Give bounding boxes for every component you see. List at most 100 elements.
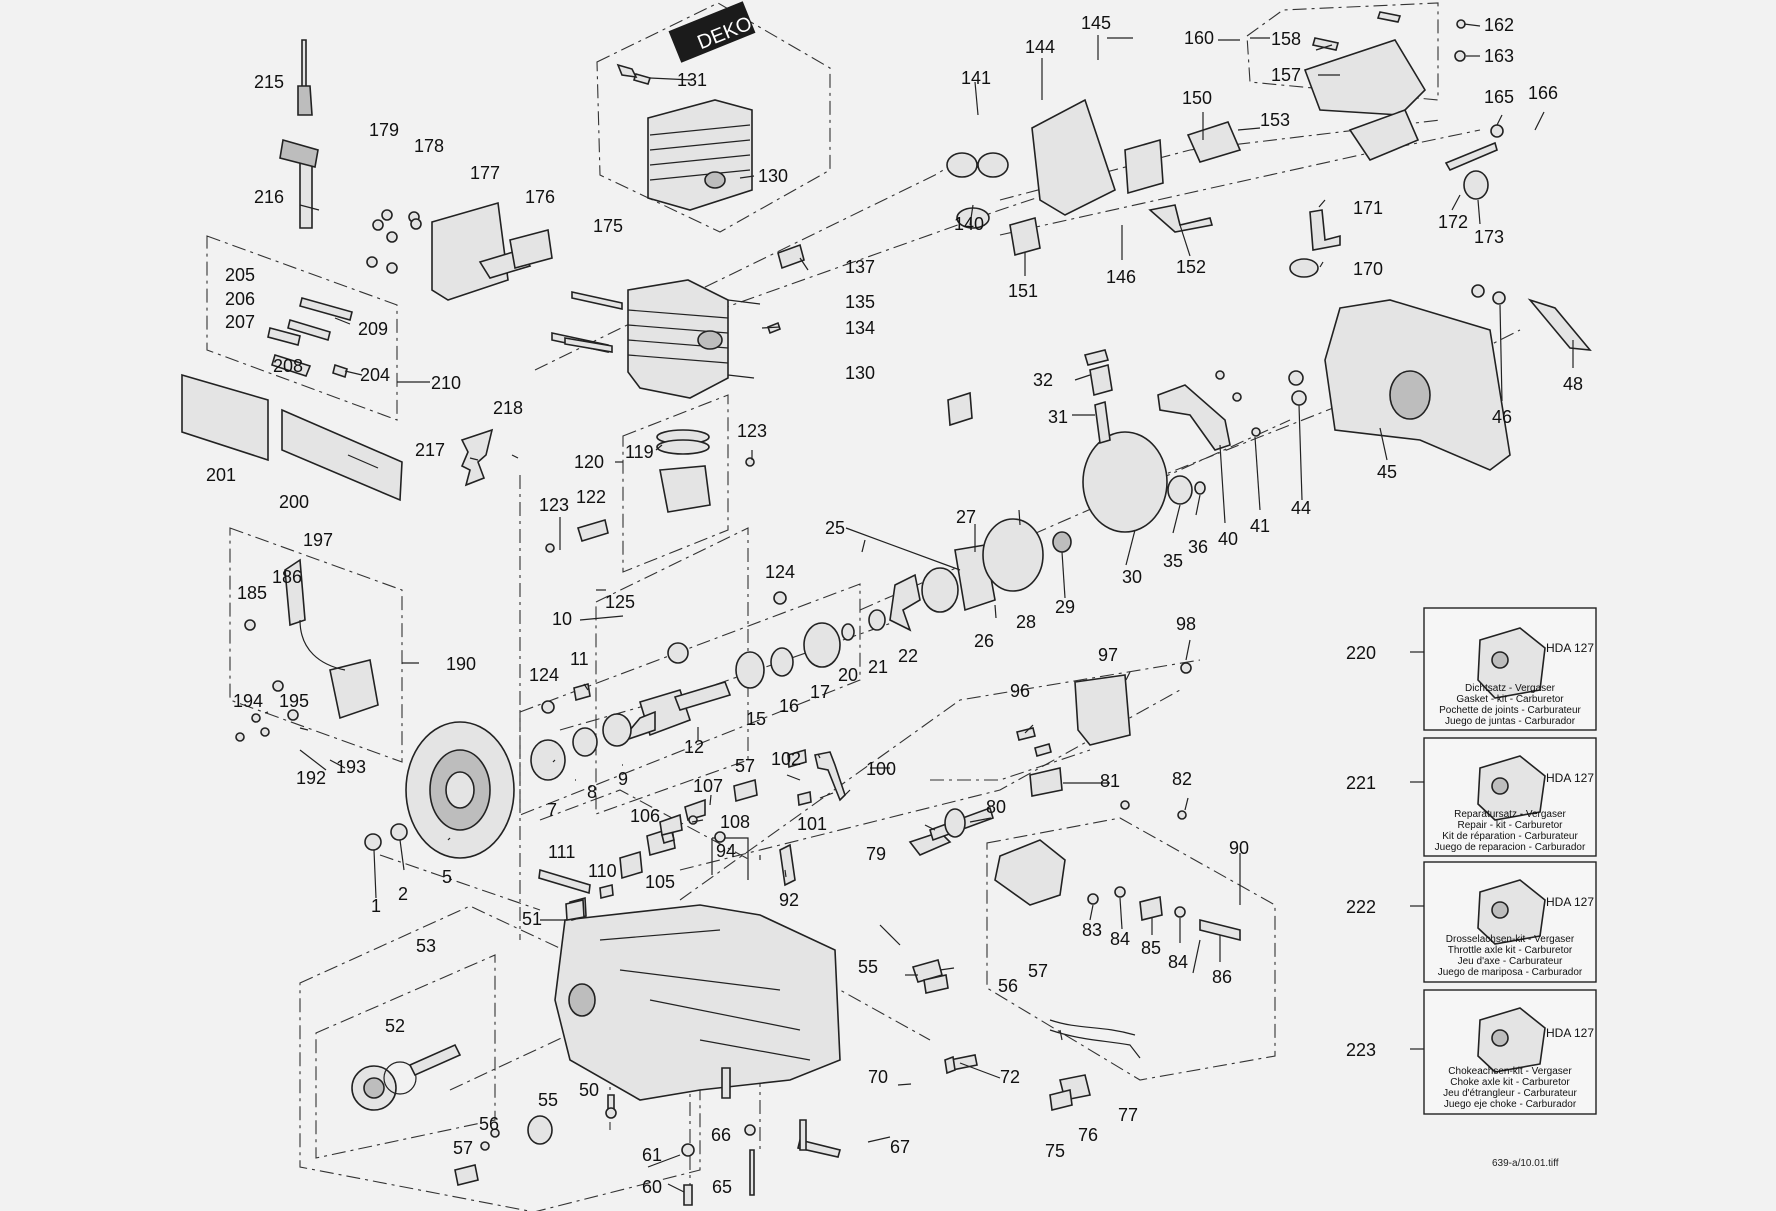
callout-210: 210 (431, 373, 461, 393)
parts: DEKO (181, 1, 1592, 1206)
kit-220-line-4: Juego de juntas - Carburador (1445, 716, 1576, 727)
callout-84-a: 84 (1110, 929, 1130, 949)
callout-51: 51 (522, 909, 542, 929)
callout-170: 170 (1353, 259, 1383, 279)
bolts-175 (551, 291, 623, 353)
sprocket-cover (1288, 284, 1592, 471)
callout-141: 141 (961, 68, 991, 88)
kit-223-line-3: Jeu d'étrangleur - Carburateur (1443, 1088, 1577, 1099)
callout-124-b: 124 (529, 665, 559, 685)
callout-134: 134 (845, 318, 875, 338)
callout-197: 197 (303, 530, 333, 550)
callout-67: 67 (890, 1137, 910, 1157)
callout-17: 17 (810, 682, 830, 702)
callout-86: 86 (1212, 967, 1232, 987)
callout-179: 179 (369, 120, 399, 140)
callout-53: 53 (416, 936, 436, 956)
oil-pump (994, 800, 1241, 942)
callout-190: 190 (446, 654, 476, 674)
callout-92: 92 (779, 890, 799, 910)
callout-84-b: 84 (1168, 952, 1188, 972)
callout-140: 140 (954, 214, 984, 234)
kit-inset-223: HDA 127 Chokeachsen-kit - Vergaser Choke… (1423, 989, 1597, 1115)
callout-2: 2 (398, 884, 408, 904)
callout-185: 185 (237, 583, 267, 603)
callout-100: 100 (866, 759, 896, 779)
callout-192: 192 (296, 768, 326, 788)
callout-144: 144 (1025, 37, 1055, 57)
callout-72: 72 (1000, 1067, 1020, 1087)
fuel-cap (351, 1043, 553, 1186)
kit-220-line-3: Pochette de joints - Carburateur (1439, 705, 1581, 716)
crankcase (554, 826, 841, 1101)
kit-222-line-1: Drosselachsen-kit - Vergaser (1446, 934, 1575, 945)
callout-77: 77 (1118, 1105, 1138, 1125)
kit-220-line-2: Gasket - kit - Carburetor (1456, 694, 1564, 705)
tools (279, 39, 319, 229)
callout-8: 8 (587, 782, 597, 802)
kit-222-line-4: Juego de mariposa - Carburador (1438, 967, 1583, 978)
callout-27: 27 (956, 507, 976, 527)
callout-131: 131 (677, 70, 707, 90)
footer-reference: 639-a/10.01.tiff (1492, 1158, 1559, 1169)
callout-70: 70 (868, 1067, 888, 1087)
callout-16: 16 (779, 696, 799, 716)
callout-105: 105 (645, 872, 675, 892)
throttle-parts (538, 748, 846, 921)
switches (911, 959, 1141, 1111)
callout-209: 209 (358, 319, 388, 339)
callout-28: 28 (1016, 612, 1036, 632)
callout-1: 1 (371, 896, 381, 916)
callout-90: 90 (1229, 838, 1249, 858)
callout-171: 171 (1353, 198, 1383, 218)
screw-98 (1180, 662, 1192, 674)
callout-50: 50 (579, 1080, 599, 1100)
callout-106: 106 (630, 806, 660, 826)
callout-57-b: 57 (1028, 961, 1048, 981)
callout-9: 9 (618, 769, 628, 789)
callout-111: 111 (548, 842, 575, 862)
callout-25: 25 (825, 518, 845, 538)
callout-57-c: 57 (453, 1138, 473, 1158)
callout-15: 15 (746, 709, 766, 729)
callout-195: 195 (279, 691, 309, 711)
callout-158: 158 (1271, 29, 1301, 49)
callout-81: 81 (1100, 771, 1120, 791)
callout-61: 61 (642, 1145, 662, 1165)
callout-30: 30 (1122, 567, 1142, 587)
callout-186: 186 (272, 567, 302, 587)
bottom-bolts (605, 1067, 841, 1206)
group-52-box (315, 954, 496, 1159)
callout-217: 217 (415, 440, 445, 460)
gasket-kit (267, 297, 353, 379)
air-filter (946, 11, 1504, 427)
callout-96: 96 (1010, 681, 1030, 701)
callout-60: 60 (642, 1177, 662, 1197)
callout-48: 48 (1563, 374, 1583, 394)
screw-96a (1016, 727, 1036, 741)
worm-drive (908, 767, 1063, 856)
callout-94: 94 (716, 841, 736, 861)
callout-107: 107 (693, 776, 723, 796)
callout-85: 85 (1141, 938, 1161, 958)
kit-222-line-3: Jeu d'axe - Carburateur (1458, 956, 1563, 967)
deko-tag (668, 1, 756, 63)
callout-5: 5 (442, 867, 452, 887)
cylinder-upper (616, 63, 753, 211)
callout-56-b: 56 (479, 1114, 499, 1134)
callout-123-b: 123 (539, 495, 569, 515)
callout-135: 135 (845, 292, 875, 312)
callout-162: 162 (1484, 15, 1514, 35)
callout-122: 122 (576, 487, 606, 507)
callout-207: 207 (225, 312, 255, 332)
callout-145: 145 (1081, 13, 1111, 33)
clutch (889, 349, 1206, 632)
muffler (366, 201, 553, 301)
callout-97: 97 (1098, 645, 1118, 665)
callout-194: 194 (233, 691, 263, 711)
callout-29: 29 (1055, 597, 1075, 617)
callout-12: 12 (684, 737, 704, 757)
kit-inset-222: HDA 127 Drosselachsen-kit - Vergaser Thr… (1423, 861, 1597, 983)
callout-55-b: 55 (538, 1090, 558, 1110)
group-90-box (986, 817, 1276, 1081)
